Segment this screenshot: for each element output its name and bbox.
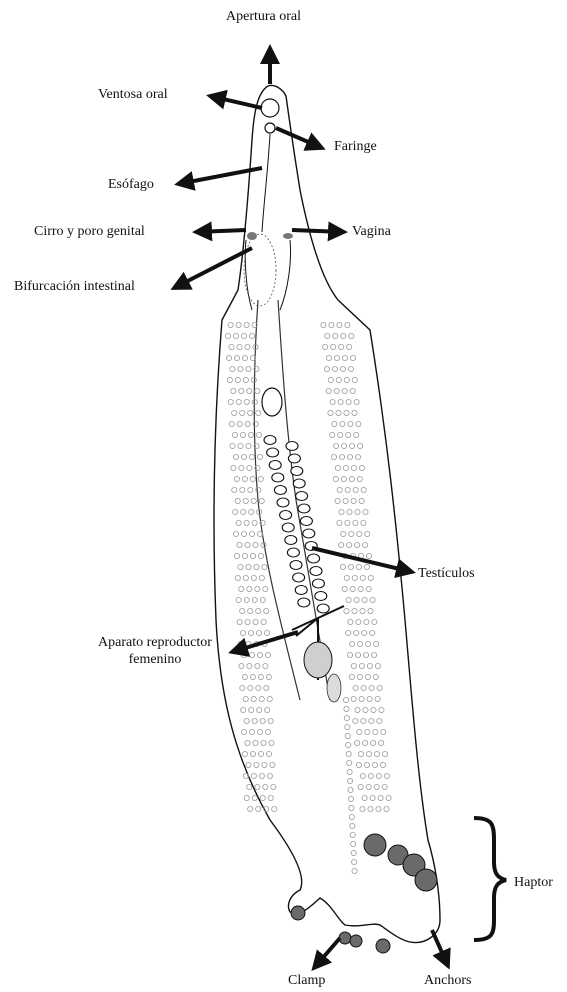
follicle bbox=[247, 784, 252, 789]
testis bbox=[303, 529, 315, 538]
testis bbox=[293, 573, 305, 582]
testis bbox=[317, 604, 329, 613]
testis bbox=[286, 442, 298, 451]
ootype bbox=[327, 674, 341, 702]
label-haptor: Haptor bbox=[514, 874, 553, 891]
testis bbox=[296, 492, 308, 501]
arrow-cirro bbox=[196, 230, 246, 232]
label-anchors: Anchors bbox=[424, 972, 471, 989]
testis bbox=[269, 461, 281, 470]
label-aparato-reproductor: Aparato reproductor femenino bbox=[82, 634, 228, 668]
pharynx bbox=[265, 123, 275, 133]
label-aparato-line1: Aparato reproductor bbox=[82, 634, 228, 651]
label-clamp: Clamp bbox=[288, 972, 325, 989]
arrow-vagina bbox=[292, 230, 344, 232]
testis bbox=[293, 479, 305, 488]
label-esofago: Esófago bbox=[108, 176, 154, 193]
testis bbox=[277, 498, 289, 507]
label-faringe: Faringe bbox=[334, 138, 377, 155]
testis bbox=[291, 467, 303, 476]
label-ventosa-oral: Ventosa oral bbox=[98, 86, 168, 103]
testis bbox=[312, 579, 324, 588]
follicle bbox=[244, 795, 249, 800]
testis bbox=[310, 567, 322, 576]
label-aparato-line2: femenino bbox=[82, 651, 228, 668]
testis bbox=[290, 561, 302, 570]
testis bbox=[282, 523, 294, 532]
testis bbox=[300, 517, 312, 526]
arrow-ventosa-oral bbox=[210, 96, 262, 108]
testis bbox=[298, 504, 310, 513]
testis bbox=[267, 448, 279, 457]
follicle bbox=[248, 806, 253, 811]
arrow-clamp bbox=[314, 938, 340, 968]
testis bbox=[285, 536, 297, 545]
testis bbox=[315, 592, 327, 601]
follicle bbox=[256, 806, 261, 811]
testis bbox=[288, 454, 300, 463]
seminal-vesicle bbox=[262, 388, 282, 416]
arrow-anchors bbox=[432, 930, 448, 966]
testis bbox=[298, 598, 310, 607]
testis bbox=[264, 436, 276, 445]
testis bbox=[295, 586, 307, 595]
label-apertura-oral: Apertura oral bbox=[226, 8, 301, 25]
testis bbox=[287, 548, 299, 557]
body-outline bbox=[214, 85, 440, 942]
label-bifurcacion: Bifurcación intestinal bbox=[14, 278, 135, 295]
follicle bbox=[252, 795, 257, 800]
testis bbox=[274, 486, 286, 495]
label-testiculos: Testículos bbox=[418, 565, 475, 582]
label-vagina: Vagina bbox=[352, 223, 391, 240]
label-cirro: Cirro y poro genital bbox=[34, 223, 145, 240]
testis bbox=[308, 554, 320, 563]
testis bbox=[280, 511, 292, 520]
ovary bbox=[304, 642, 332, 678]
testis bbox=[272, 473, 284, 482]
haptor-bracket bbox=[474, 818, 506, 940]
